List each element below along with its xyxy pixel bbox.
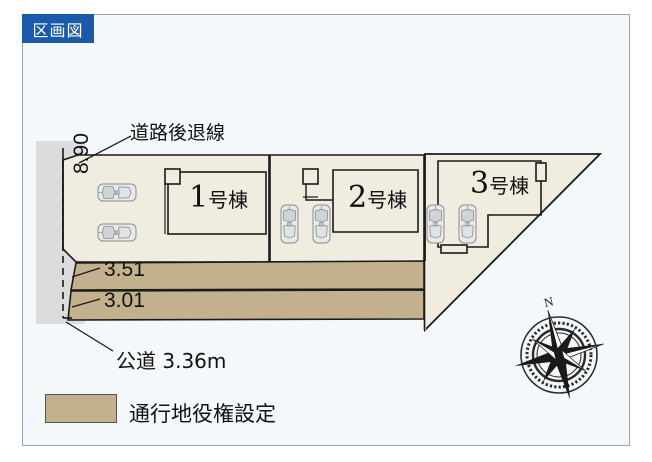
depth-dimension-label: 8.90 bbox=[70, 133, 93, 174]
building-3-label: 3号棟 bbox=[470, 166, 529, 201]
building-2-suffix: 号棟 bbox=[367, 188, 408, 212]
easement-width-upper-label: 3.51 bbox=[104, 258, 145, 281]
building-3-number: 3 bbox=[470, 166, 490, 201]
building-2-label: 2号棟 bbox=[348, 180, 407, 215]
setback-line-label: 道路後退線 bbox=[130, 122, 226, 144]
map-title-badge: 区画図 bbox=[22, 14, 94, 43]
road-setback-dashed-line bbox=[62, 148, 72, 319]
legend-label: 通行地役権設定 bbox=[129, 402, 276, 426]
public-road-label: 公道 3.36m bbox=[116, 349, 227, 373]
easement-width-lower-label: 3.01 bbox=[104, 289, 145, 312]
legend-color-swatch bbox=[45, 394, 117, 423]
building-2-number: 2 bbox=[348, 180, 368, 215]
building-1-label: 1号棟 bbox=[189, 180, 248, 215]
leader-lines bbox=[65, 135, 132, 352]
house-footprints bbox=[164, 160, 547, 254]
easement-bands bbox=[67, 260, 425, 321]
building-3-suffix: 号棟 bbox=[489, 174, 530, 198]
compass-north-label: N bbox=[543, 295, 556, 310]
building-1-number: 1 bbox=[189, 180, 209, 215]
building-1-suffix: 号棟 bbox=[208, 188, 249, 212]
compass-rose: N bbox=[514, 295, 604, 400]
